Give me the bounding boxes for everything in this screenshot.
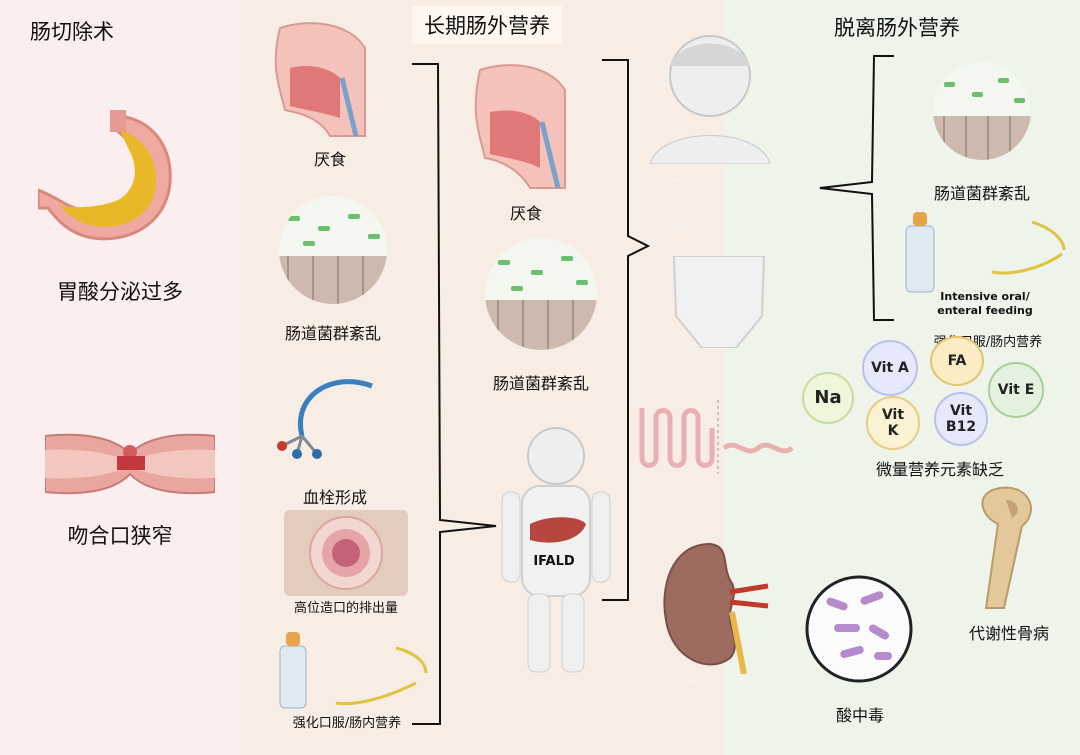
acidosis-icon	[805, 575, 913, 683]
stoma-icon	[284, 510, 408, 596]
right-dysbiosis: 肠道菌群紊乱	[933, 184, 1030, 203]
brace-right-mid	[602, 59, 651, 601]
kidney-icon	[663, 542, 769, 674]
feeding-en-line1: Intensive oral/	[940, 290, 1030, 303]
feeding-bottle-icon	[279, 632, 428, 709]
nephropathy-label	[684, 680, 696, 684]
col1-dysbiosis: 肠道菌群紊乱	[284, 324, 381, 343]
child-face-icon	[650, 35, 770, 164]
bone-icon	[981, 486, 1032, 609]
short-stature-label-1	[668, 178, 680, 182]
intestine-stricture-icon	[45, 433, 215, 495]
gut-microbiota-icon-2	[485, 238, 597, 350]
brace-middle	[412, 63, 497, 725]
head-anorexia-icon-2	[474, 64, 566, 189]
feeding-bottle-icon-2	[905, 212, 1066, 293]
child-ifald-icon	[501, 427, 611, 673]
stomach-icon	[38, 110, 172, 241]
short-stature-label-2	[674, 228, 686, 232]
middle-title: 长期肠外营养	[412, 6, 562, 44]
feeding-en-label: Intensive oral/ enteral feeding	[930, 290, 1040, 318]
right-title: 脱离肠外营养	[834, 16, 960, 40]
metabolic-bone-disease: 代谢性骨病	[968, 624, 1049, 643]
child-torso-icon	[672, 256, 766, 348]
head-anorexia-icon	[274, 22, 366, 137]
ifald-label: IFALD	[533, 554, 575, 569]
col1-intensive-feeding: 强化口服/肠内营养	[292, 716, 402, 731]
anastomotic-ulcer-icon	[639, 400, 794, 474]
col2-anorexia: 厌食	[509, 204, 542, 223]
micronutrient-deficiency: 微量营养元素缺乏	[875, 460, 1004, 479]
col1-high-output-stoma: 高位造口的排出量	[293, 601, 398, 616]
gut-microbiota-icon	[279, 196, 387, 304]
col1-anorexia: 厌食	[313, 150, 346, 169]
col1-thrombosis: 血栓形成	[302, 488, 367, 507]
vit-fa: FA	[930, 336, 984, 386]
vit-a: Vit A	[862, 340, 918, 396]
brace-right	[819, 55, 894, 321]
feeding-en-line2: enteral feeding	[937, 304, 1033, 317]
left-item-anastomotic-stricture: 吻合口狭窄	[67, 524, 173, 548]
vit-e: Vit E	[988, 362, 1044, 418]
vit-na: Na	[802, 372, 854, 424]
gut-microbiota-icon-3	[933, 62, 1031, 160]
acidosis-label: 酸中毒	[835, 706, 884, 725]
left-item-gastric-hypersecretion: 胃酸分泌过多	[57, 280, 183, 304]
col2-dysbiosis: 肠道菌群紊乱	[492, 374, 589, 393]
anastomotic-ulcer-label	[654, 494, 666, 498]
catheter-icon	[277, 379, 373, 459]
left-title: 肠切除术	[30, 20, 114, 44]
